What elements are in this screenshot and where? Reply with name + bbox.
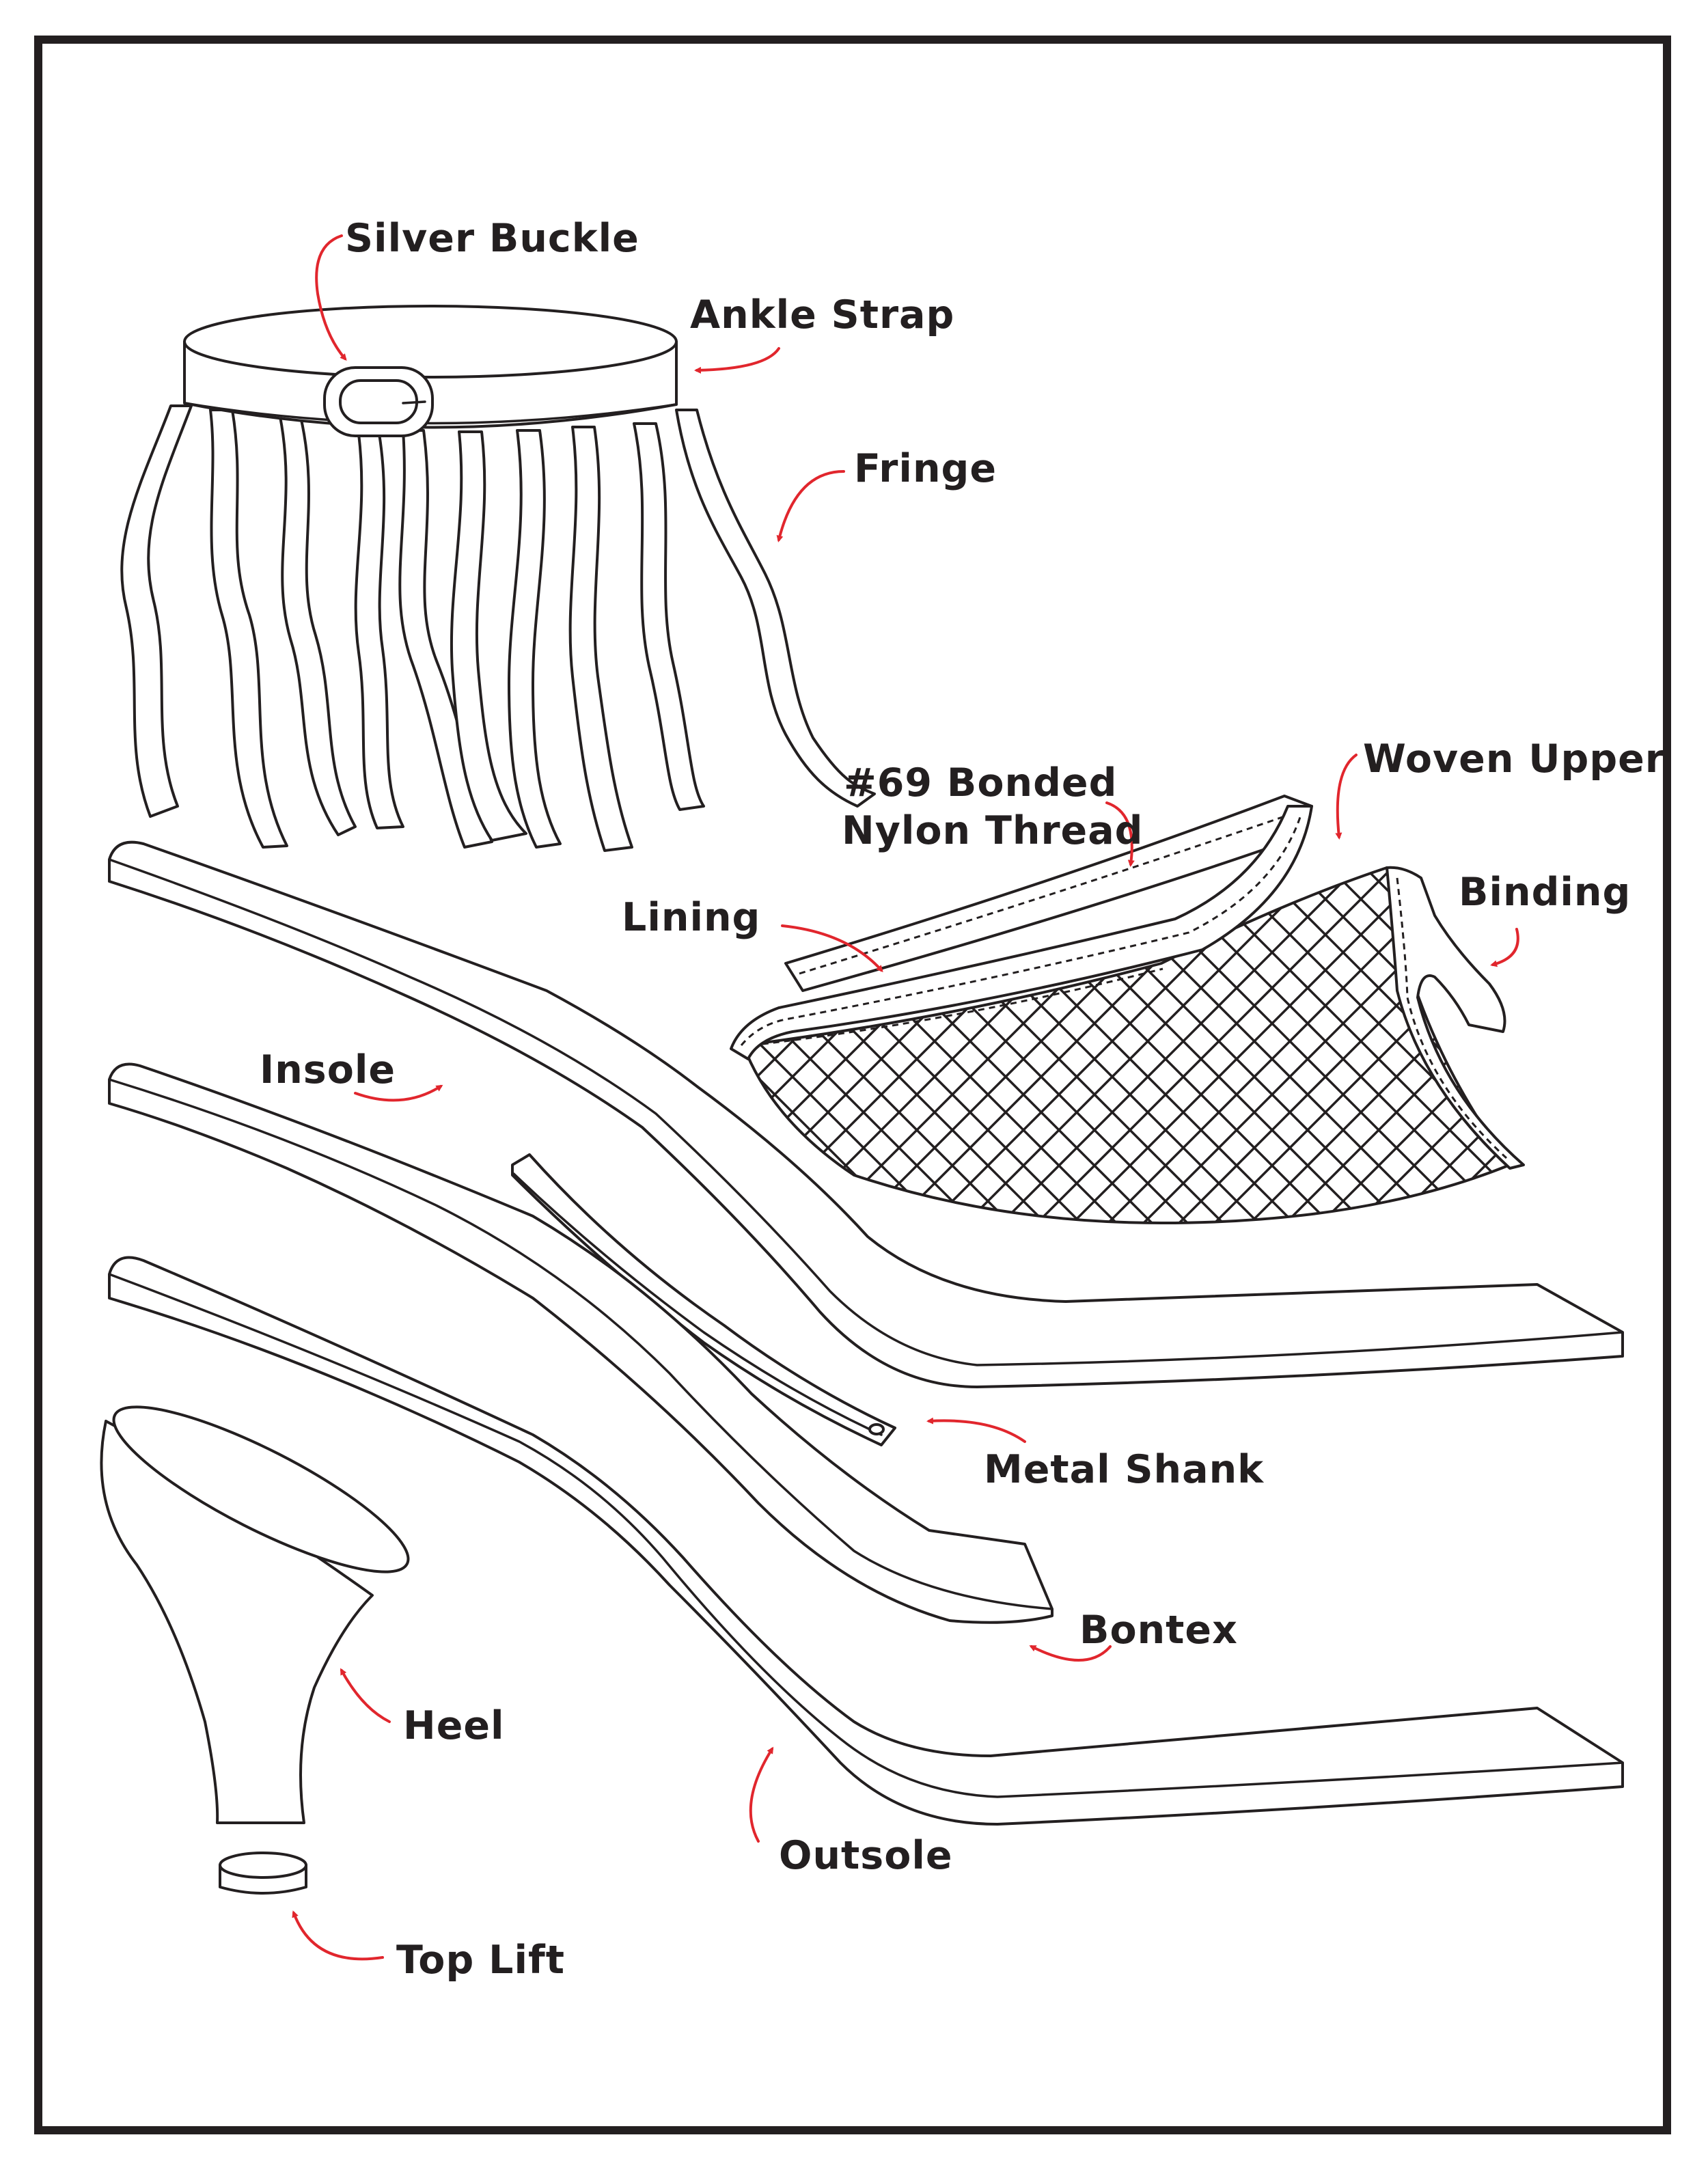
label-thread-line2: Nylon Thread — [842, 808, 1143, 853]
bontex — [108, 1062, 1053, 1624]
label-bontex: Bontex — [1079, 1608, 1238, 1653]
label-binding: Binding — [1459, 870, 1631, 915]
label-outsole: Outsole — [779, 1833, 953, 1878]
label-lining: Lining — [622, 895, 760, 940]
silver-buckle — [323, 366, 434, 437]
label-insole: Insole — [260, 1047, 396, 1092]
labels: Silver Buckle Ankle Strap Fringe Woven U… — [260, 216, 1665, 1983]
lining — [730, 795, 1313, 1060]
label-silver-buckle: Silver Buckle — [345, 216, 639, 261]
label-top-lift: Top Lift — [396, 1938, 565, 1983]
diagram-border — [34, 36, 1671, 2134]
label-heel: Heel — [403, 1703, 505, 1748]
label-woven-upper: Woven Upper — [1363, 737, 1665, 782]
insole — [108, 840, 1624, 1388]
binding — [1386, 866, 1525, 1170]
label-ankle-strap: Ankle Strap — [690, 292, 954, 338]
outsole — [108, 1256, 1624, 1826]
top-lift — [219, 1852, 307, 1895]
fringe — [120, 404, 876, 852]
label-fringe: Fringe — [854, 446, 997, 491]
heel — [100, 1405, 410, 1824]
pointer-arrows — [292, 234, 1519, 1961]
label-metal-shank: Metal Shank — [984, 1447, 1264, 1492]
label-thread-line1: #69 Bonded — [844, 760, 1117, 806]
